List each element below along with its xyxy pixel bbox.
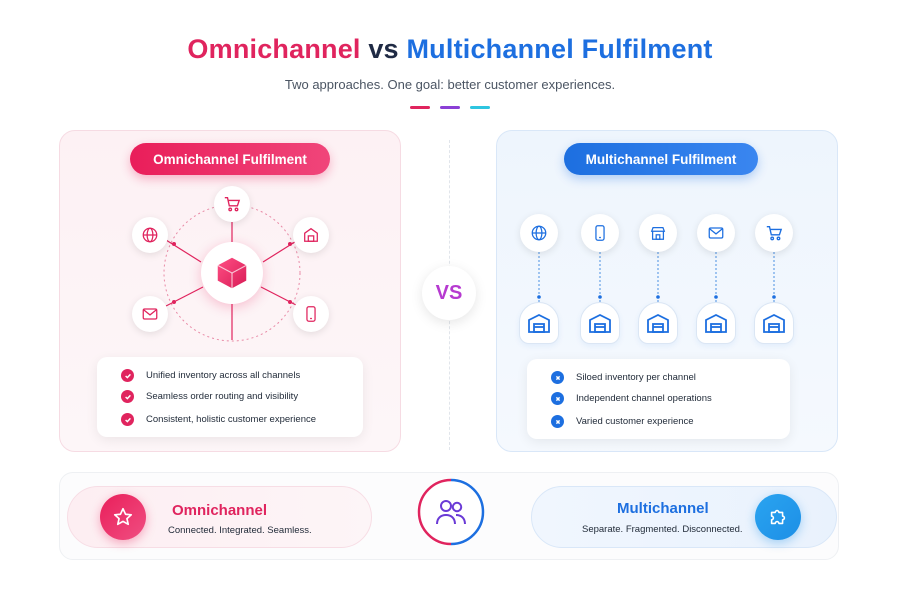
phone-icon: [581, 214, 619, 252]
feature-label: Varied customer experience: [576, 416, 694, 427]
title-multichannel: Multichannel Fulfilment: [406, 34, 713, 64]
feature-item: Varied customer experience: [551, 415, 694, 428]
warehouse-icon: [696, 302, 736, 344]
multichannel-summary-title: Multichannel: [617, 500, 709, 517]
title-decoration: [410, 106, 490, 110]
x-icon: [551, 415, 564, 428]
multichannel-summary-text: Separate. Fragmented. Disconnected.: [582, 524, 743, 535]
feature-item: Unified inventory across all channels: [121, 369, 300, 382]
warehouse-icon: [638, 302, 678, 344]
warehouse-icon: [754, 302, 794, 344]
vs-badge: VS: [422, 266, 476, 320]
check-icon: [121, 369, 134, 382]
warehouse-icon: [519, 302, 559, 344]
mail-icon: [697, 214, 735, 252]
feature-label: Seamless order routing and visibility: [146, 391, 299, 402]
store-icon: [639, 214, 677, 252]
feature-label: Siloed inventory per channel: [576, 372, 696, 383]
title-omnichannel: Omnichannel: [187, 34, 361, 64]
feature-item: Consistent, holistic customer experience: [121, 413, 316, 426]
feature-item: Seamless order routing and visibility: [121, 390, 298, 403]
star-icon: [100, 494, 146, 540]
feature-item: Siloed inventory per channel: [551, 371, 696, 384]
page-subtitle: Two approaches. One goal: better custome…: [284, 77, 616, 92]
cube-icon: [201, 242, 263, 304]
puzzle-icon: [755, 494, 801, 540]
globe-icon: [520, 214, 558, 252]
check-icon: [121, 413, 134, 426]
feature-label: Independent channel operations: [576, 393, 712, 404]
phone-icon: [293, 296, 329, 332]
feature-label: Consistent, holistic customer experience: [146, 414, 317, 425]
page-title: Omnichannel vs Multichannel Fulfilment: [0, 34, 900, 65]
warehouse-icon: [580, 302, 620, 344]
globe-icon: [132, 217, 168, 253]
feature-label: Unified inventory across all channels: [146, 370, 301, 381]
feature-item: Independent channel operations: [551, 392, 712, 405]
x-icon: [551, 392, 564, 405]
multichannel-features: Siloed inventory per channel Independent…: [527, 359, 790, 439]
omnichannel-pill: Omnichannel Fulfilment: [130, 143, 330, 175]
store-icon: [293, 217, 329, 253]
multichannel-pill: Multichannel Fulfilment: [564, 143, 758, 175]
omnichannel-summary-text: Connected. Integrated. Seamless.: [168, 525, 312, 536]
users-icon: [417, 478, 485, 546]
mail-icon: [132, 296, 168, 332]
cart-icon: [755, 214, 793, 252]
x-icon: [551, 371, 564, 384]
omnichannel-summary-title: Omnichannel: [172, 502, 268, 519]
title-vs: vs: [368, 34, 399, 64]
cart-icon: [214, 186, 250, 222]
check-icon: [121, 390, 134, 403]
omnichannel-features: Unified inventory across all channels Se…: [97, 357, 363, 437]
